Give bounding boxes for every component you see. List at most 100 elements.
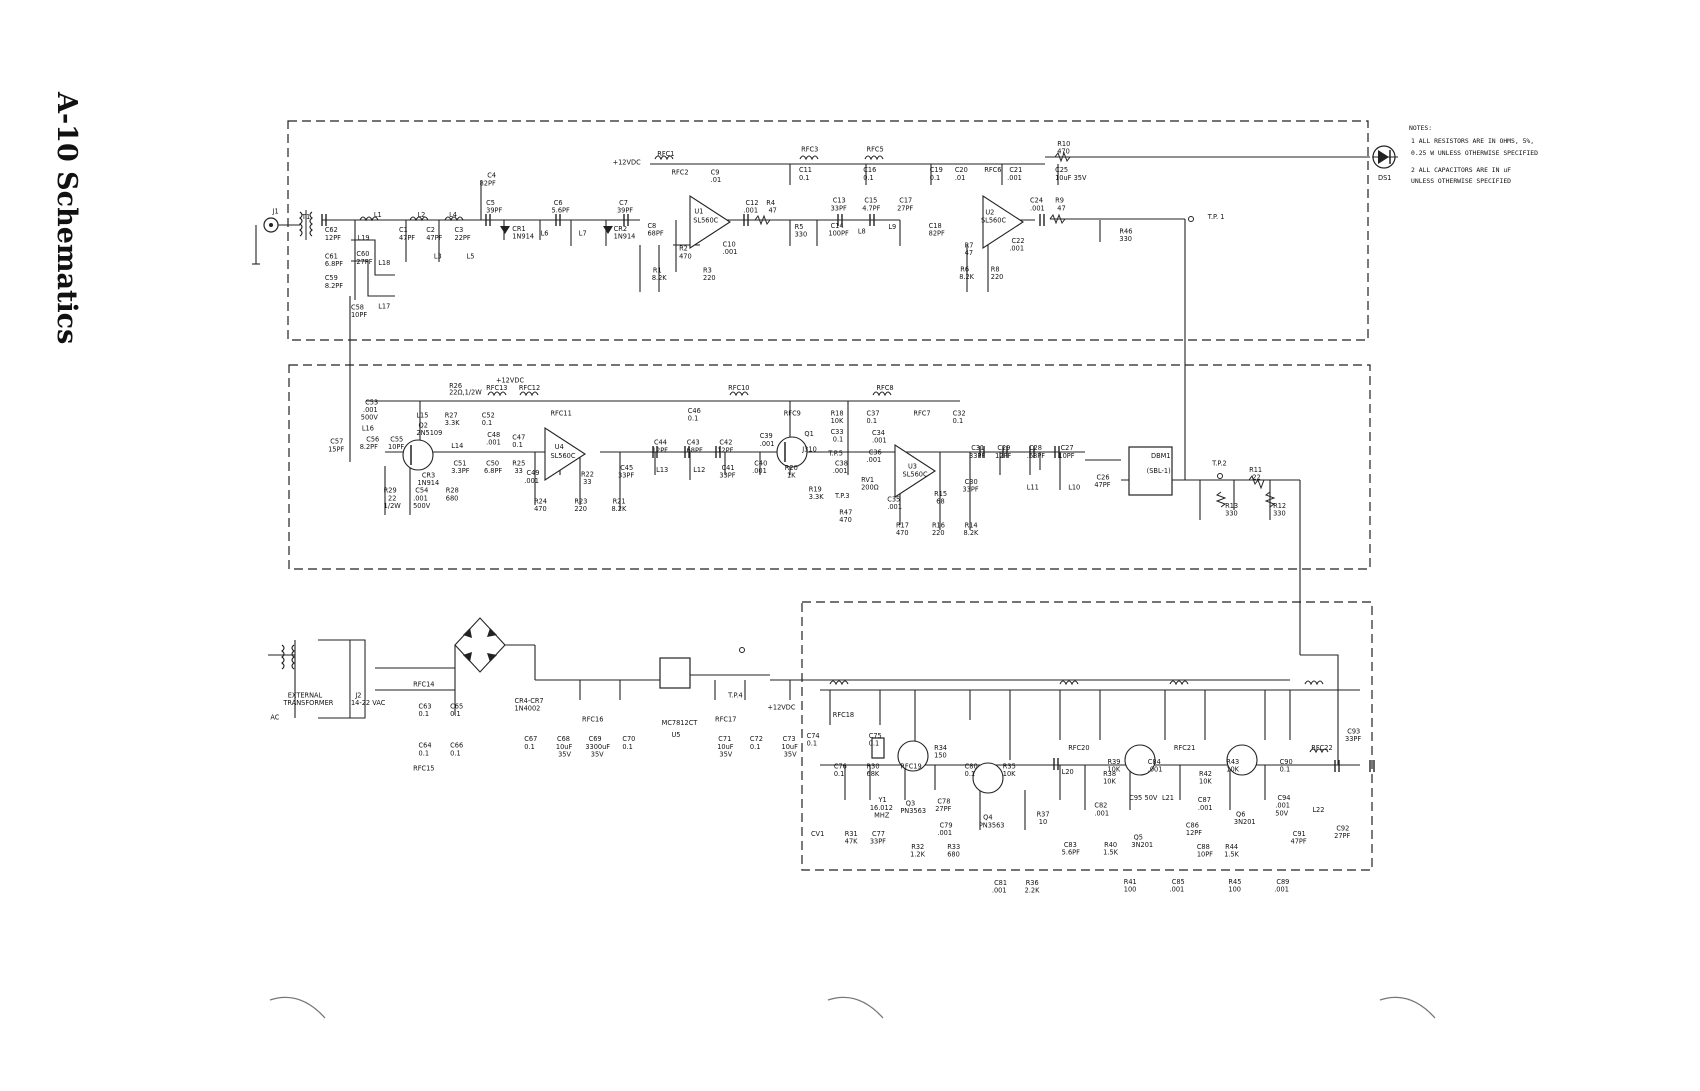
rf-input-component-label: R6 [960,265,969,273]
power-supply-component-label: RFC17 [715,716,736,724]
if-chain-component-label: 2N5109 [416,429,442,437]
power-supply-component-label: RFC15 [413,765,434,773]
l2-inductor [409,216,429,222]
power-supply-component-label: AC [270,713,279,721]
if-chain-component-label: L14 [451,442,463,450]
oscillator-component-label: R41 [1124,878,1137,886]
oscillator-component-label: C86 [1186,821,1199,829]
u1-opamp [689,194,732,250]
rf-input-component-label: C2 [426,226,435,234]
rf-input-component-label: .001 [1007,174,1022,182]
if-chain-component-label: C33 [831,428,844,436]
oscillator-component-label: RFC18 [833,711,854,719]
rf-input-component-label: 0.1 [930,174,941,182]
rf-input-component-label: L6 [541,229,549,237]
rf-input-component-label: C10 [723,240,736,248]
notes-heading: NOTES: [1409,124,1432,132]
if-chain-component-label: T.P.5 [827,450,843,458]
if-chain-component-label: 10K [831,417,844,425]
rf-input-component-label: 470 [679,252,692,260]
if-chain-component-label: R47 [839,508,852,516]
oscillator-component-label: .001 [1274,886,1289,894]
tp4-testpoint [739,647,745,653]
if-chain-component-label: R12 [1273,502,1286,510]
rf-input-component-label: .001 [1030,204,1045,212]
if-chain-component-label: C31 [971,444,984,452]
power-supply-component-label: U5 [671,731,680,739]
power-supply-component-label: C65 [450,703,463,711]
t1-transformer [299,210,313,240]
oscillator-component-label: 1.2K [910,851,925,859]
oscillator-component-label: C85 [1172,878,1185,886]
rf-input-component-label: L1 [374,211,382,219]
oscillator-component-label: 12PF [1186,829,1202,837]
rf-input-component-label: C17 [899,197,912,205]
oscillator-component-label: C91 [1293,830,1306,838]
if-chain-component-label: 33PF [719,471,735,479]
oscillator-component-label: 10K [1226,766,1239,774]
cr2-diode [603,226,613,234]
rf-input-component-label: C19 [930,166,943,174]
rf-input-component-label: C21 [1009,166,1022,174]
rfc18-choke [829,680,849,686]
if-chain-component-label: C45 [620,464,633,472]
rf-input-component-label: 47PF [399,234,415,242]
oscillator-component-label: .001 [992,887,1007,895]
oscillator-component-label: C84 [1148,758,1161,766]
if-chain-component-label: 47PF [1094,481,1110,489]
if-chain-component-label: 0.1 [512,441,523,449]
oscillator-component-label: 3N201 [1234,818,1256,826]
if-chain-component-label: .001 [872,437,887,445]
oscillator-component-label: 0.1 [834,770,845,778]
rf-input-component-label: .001 [723,248,738,256]
rfc13-choke [487,391,507,397]
rf-input-component-label: 220 [991,273,1004,281]
rf-input-component-label: C14 [831,222,844,230]
if-chain-component-label: L12 [693,466,705,474]
rfc12-choke [519,391,539,397]
power-supply-component-label: 10uF [782,743,799,751]
rf-input-component-label: 220 [703,274,716,282]
rf-input-component-label: 8.2PF [325,282,343,290]
rf-input-component-label: L17 [378,302,390,310]
rf-input-component-label: L8 [858,227,866,235]
oscillator-component-label: C76 [834,762,847,770]
oscillator-component-label: MHZ [874,812,890,820]
u5-regulator [659,657,691,689]
rfc5-choke [864,155,884,161]
oscillator-component-label: R34 [934,744,947,752]
power-supply-component-label: 14-22 VAC [351,699,386,707]
if-chain-component-label: R16 [932,522,945,530]
oscillator-component-label: C93 [1347,728,1360,736]
u3-opamp [894,443,937,499]
rf-input-component-label: L3 [434,252,442,260]
if-chain-component-label: C29 [997,444,1010,452]
notes-block: NOTES: 1 ALL RESISTORS ARE IN OHMS, 5%, … [1409,124,1538,185]
if-chain-component-label: R11 [1249,466,1262,474]
if-chain-component-label: C28 [1029,444,1042,452]
oscillator-component-label: C87 [1198,796,1211,804]
if-chain-component-label: C48 [487,431,500,439]
oscillator-component-label: RFC20 [1068,744,1089,752]
if-chain-component-label: C52 [482,411,495,419]
rf-input-component-label: 8.2K [959,273,974,281]
j2-body [349,639,366,719]
rf-input-component-label: C58 [351,304,364,312]
power-supply-component-label: T.P.4 [727,692,743,700]
rf-input-component-label: L4 [449,211,457,219]
oscillator-component-label: R33 [947,843,960,851]
oscillator-component-label: .001 [937,829,952,837]
t1-secondary [309,211,313,237]
oscillator-component-label: 16.012 [870,804,893,812]
notes-line-2: 0.25 W UNLESS OTHERWISE SPECIFIED [1411,149,1538,157]
if-chain-component-label: 1N914 [417,479,439,487]
if-chain-component-label: U3 [908,463,917,471]
if-chain-component-label: 10PF [388,443,404,451]
oscillator-component-label: 33PF [1345,735,1361,743]
oscillator-component-label: R44 [1225,843,1238,851]
rf-input-component-label: R46 [1119,227,1132,235]
if-chain-component-label: RFC9 [784,409,801,417]
oscillator-component-label: 10 [1039,818,1047,826]
rf-input-component-label: U1 [694,208,703,216]
rf-input-component-label: C16 [863,166,876,174]
